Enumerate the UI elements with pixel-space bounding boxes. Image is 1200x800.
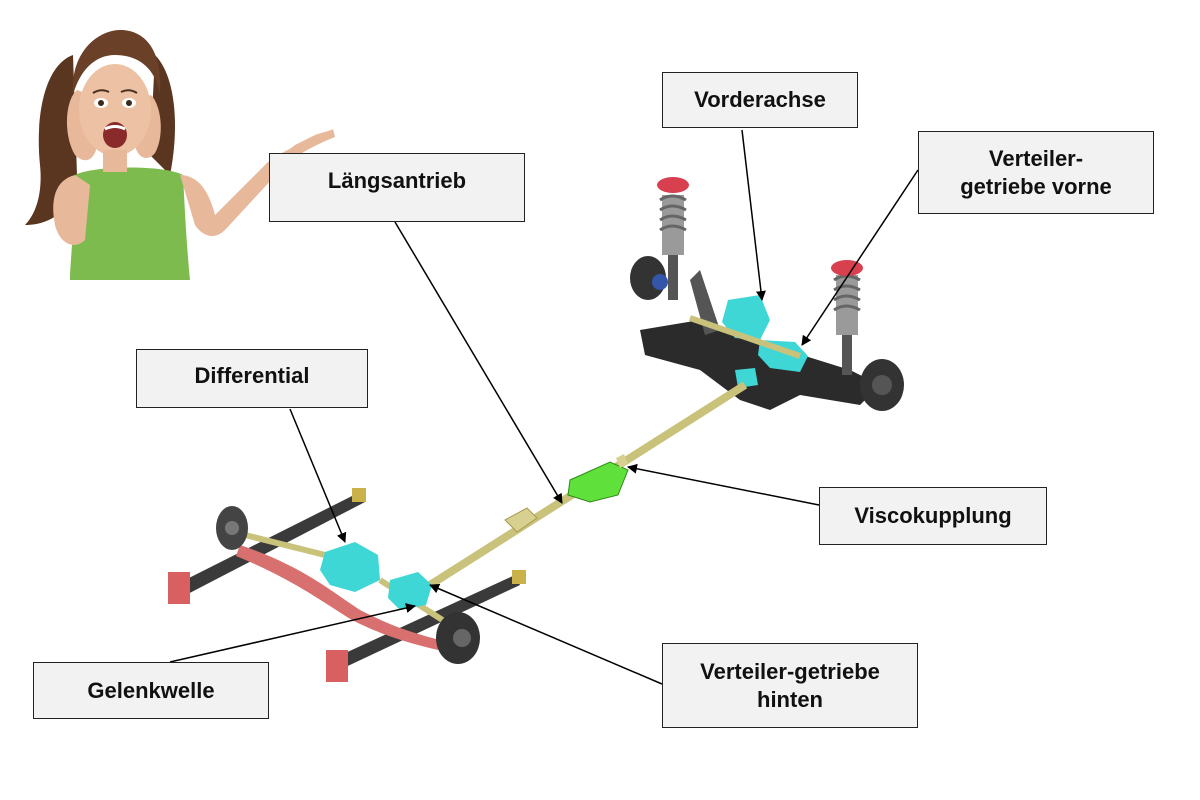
propshaft: [427, 381, 748, 589]
label-differential: Differential: [136, 349, 368, 408]
leader-arrows: [169, 129, 919, 685]
arrow-vorderachse: [741, 129, 766, 301]
label-verteilergetriebe-hinten-line1: Verteiler-getriebe: [700, 658, 880, 684]
label-viscokupplung: Viscokupplung: [819, 487, 1047, 545]
label-verteilergetriebe-vorne-line1: Verteiler-: [988, 145, 1084, 171]
arrow-verteiler-hinten: [429, 583, 663, 685]
label-verteilergetriebe-hinten: Verteiler-getriebe hinten: [662, 643, 918, 728]
label-viscokupplung-text: Viscokupplung: [854, 503, 1012, 528]
front-axle-assembly: [630, 177, 904, 411]
label-verteilergetriebe-hinten-line2: hinten: [757, 686, 823, 712]
label-gelenkwelle-text: Gelenkwelle: [87, 677, 215, 703]
arrow-gelenkwelle: [169, 603, 416, 663]
arrow-differential: [289, 408, 347, 543]
arrow-verteiler-vorne: [801, 169, 919, 346]
label-laengsantrieb: Längsantrieb: [269, 153, 525, 222]
arrow-viscokupplung: [627, 463, 820, 506]
label-vorderachse: Vorderachse: [662, 72, 858, 128]
label-differential-text: Differential: [194, 363, 310, 388]
label-laengsantrieb-text: Längsantrieb: [327, 168, 467, 193]
rear-axle-assembly: [168, 488, 526, 682]
arrow-laengsantrieb: [394, 221, 563, 504]
label-verteilergetriebe-vorne-line2: getriebe vorne: [960, 173, 1112, 199]
label-verteilergetriebe-vorne: Verteiler- getriebe vorne: [918, 131, 1154, 214]
label-vorderachse-text: Vorderachse: [694, 87, 826, 112]
label-gelenkwelle: Gelenkwelle: [33, 662, 269, 719]
